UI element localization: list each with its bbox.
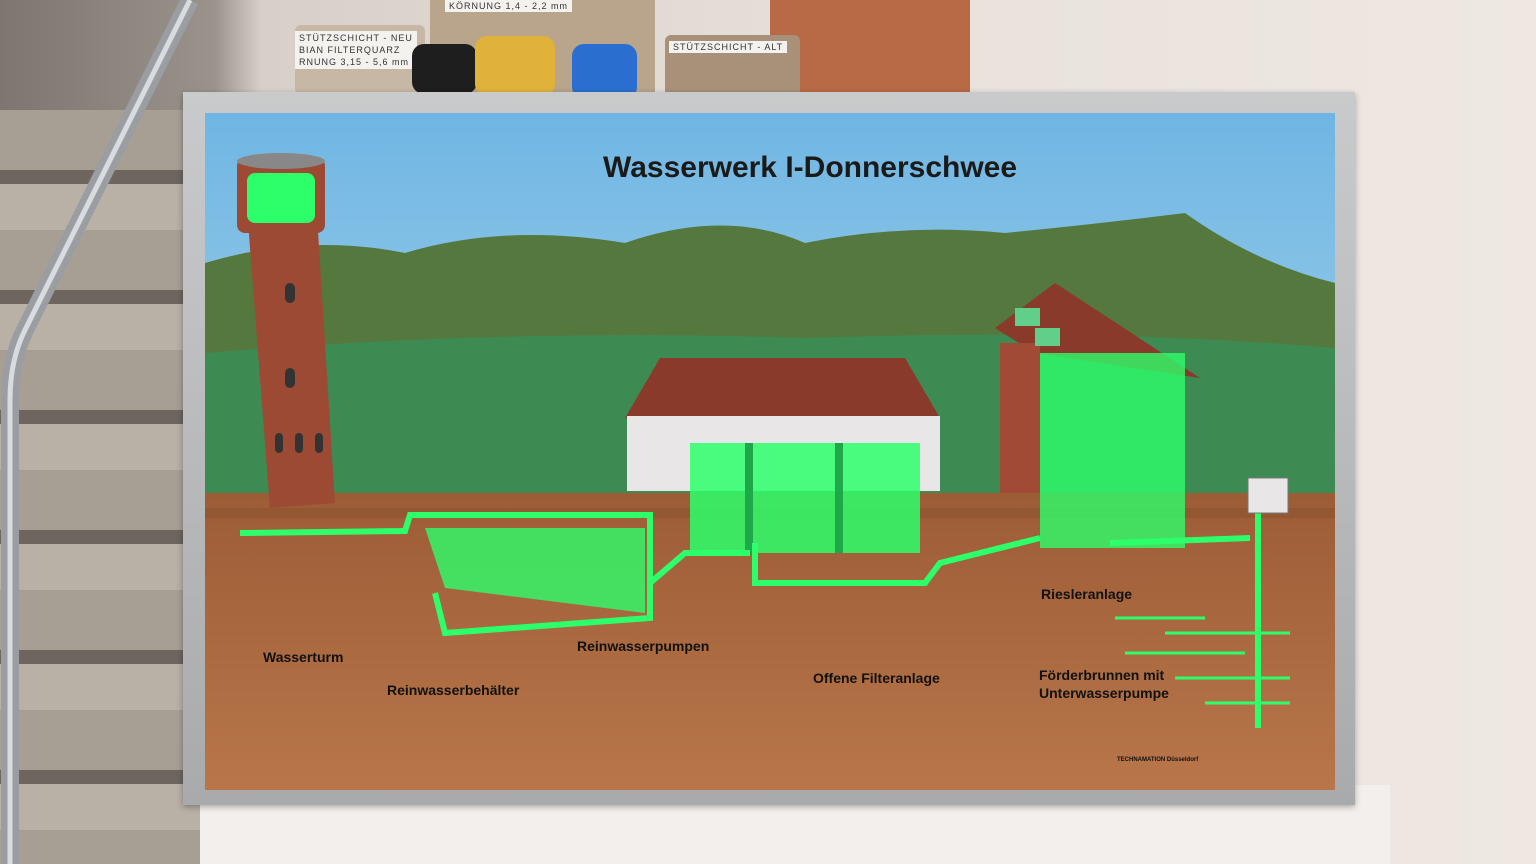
maker-logo-text: TECHNAMATION Düsseldorf xyxy=(1117,757,1199,763)
nozzle-blue xyxy=(572,44,637,99)
filter-hall xyxy=(625,358,940,553)
water-works-diagram: Wasserwerk I-Donnerschwee xyxy=(205,113,1335,790)
nozzle-black xyxy=(412,44,477,94)
red-gravel-sample xyxy=(770,0,970,108)
handrail xyxy=(1,0,199,864)
label-reinwasserbehaelter: Reinwasserbehälter xyxy=(387,682,520,698)
label-riesleranlage: Riesleranlage xyxy=(1041,586,1132,602)
jar-1-label-line-1: STÜTZSCHICHT - NEU xyxy=(299,33,413,43)
label-foerderbrunnen-line-1: Förderbrunnen mit xyxy=(1039,667,1165,683)
label-wasserturm: Wasserturm xyxy=(263,649,343,665)
filter-sample-jars: STÜTZSCHICHT - NEU BIAN FILTERQUARZ RNUN… xyxy=(280,0,980,108)
jar-1: STÜTZSCHICHT - NEU BIAN FILTERQUARZ RNUN… xyxy=(295,25,425,95)
jar-2-label: KÖRNUNG 1,4 - 2,2 mm xyxy=(445,0,573,12)
board-title: Wasserwerk I-Donnerschwee xyxy=(603,151,1017,184)
label-foerderbrunnen-line-2: Unterwasserpumpe xyxy=(1039,685,1169,701)
groundwater xyxy=(1115,616,1290,705)
water-tower xyxy=(237,153,335,508)
jar-1-label-line-2: BIAN FILTERQUARZ xyxy=(299,45,401,55)
clean-water-reservoir xyxy=(425,528,645,613)
label-reinwasserpumpen: Reinwasserpumpen xyxy=(577,638,709,654)
display-board: Wasserwerk I-Donnerschwee xyxy=(205,113,1335,790)
riesler-building xyxy=(995,283,1200,548)
jar-3-label: STÜTZSCHICHT - ALT xyxy=(669,41,788,53)
label-filteranlage: Offene Filteranlage xyxy=(813,670,940,686)
water-pipes xyxy=(239,503,1261,728)
well-house xyxy=(1247,477,1289,514)
jar-1-label-line-3: RNUNG 3,15 - 5,6 mm xyxy=(299,57,410,67)
nozzle-yellow xyxy=(475,36,555,96)
